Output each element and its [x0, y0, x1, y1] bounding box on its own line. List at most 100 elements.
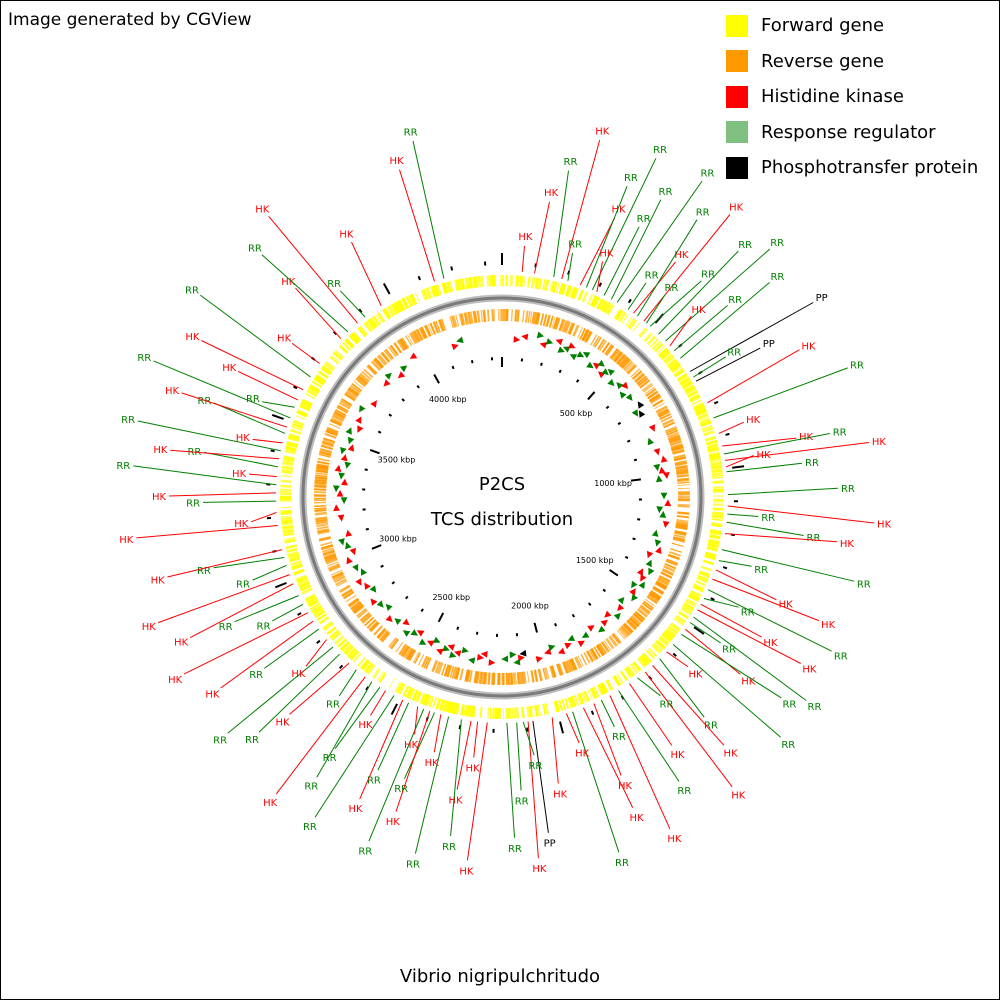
forward-gene-mark: [619, 312, 627, 323]
hk-callout-line: [697, 609, 801, 664]
reverse-gene-mark: [650, 395, 662, 404]
reverse-gene-mark: [543, 667, 549, 680]
forward-gene-mark: [628, 319, 637, 330]
rr-label: RR: [116, 461, 130, 472]
forward-gene-mark: [552, 281, 558, 293]
forward-gene-mark: [692, 585, 704, 593]
forward-gene-mark: [297, 409, 309, 415]
reverse-gene-mark: [586, 331, 593, 343]
reverse-gene-mark: [320, 448, 333, 453]
reverse-gene-mark: [612, 632, 622, 644]
hk-callout-line: [551, 717, 559, 784]
reverse-gene-mark: [366, 366, 376, 376]
rr-callout-line: [718, 560, 752, 567]
rr-marker: [567, 634, 576, 641]
forward-gene-mark: [301, 401, 312, 408]
reverse-gene-mark: [329, 566, 341, 572]
inner-scale-tick: [377, 430, 382, 434]
reverse-gene-mark: [328, 564, 341, 571]
forward-gene-mark: [344, 339, 354, 349]
reverse-gene-mark: [318, 537, 332, 542]
scale-tick-label: 500 kbp: [560, 409, 593, 418]
forward-gene-mark: [475, 276, 479, 288]
reverse-gene-mark: [440, 318, 447, 331]
reverse-gene-mark: [545, 314, 551, 328]
rr-label: RR: [326, 700, 340, 711]
forward-gene-mark: [280, 511, 292, 515]
reverse-gene-mark: [661, 418, 674, 425]
forward-gene-mark: [357, 326, 367, 337]
reverse-gene-mark: [537, 669, 542, 682]
forward-gene-mark: [707, 542, 719, 548]
reverse-gene-mark: [328, 564, 340, 571]
rr-marker: [607, 368, 615, 376]
forward-gene-mark: [304, 593, 316, 601]
forward-gene-mark: [638, 327, 647, 337]
reverse-gene-mark: [674, 461, 687, 466]
hk-label: HK: [263, 798, 278, 809]
forward-gene-mark: [393, 302, 400, 313]
rr-label: RR: [367, 775, 381, 786]
reverse-gene-mark: [647, 391, 659, 400]
rr-callout-line: [258, 653, 340, 733]
inner-scale-tick: [371, 544, 382, 550]
forward-gene-mark: [636, 657, 646, 668]
reverse-gene-mark: [321, 547, 334, 553]
hk-label: HK: [692, 305, 707, 316]
forward-gene-mark: [565, 285, 571, 297]
rr-marker: [616, 382, 624, 390]
forward-gene-mark: [420, 289, 427, 301]
outer-scale-tick: [293, 385, 298, 390]
forward-gene-mark: [702, 559, 715, 566]
reverse-gene-mark: [673, 456, 686, 461]
forward-gene-mark: [377, 671, 384, 681]
forward-gene-mark: [661, 633, 672, 643]
reverse-gene-mark: [661, 568, 674, 576]
forward-gene-mark: [596, 298, 602, 309]
reverse-gene-mark: [539, 668, 543, 681]
rr-marker: [638, 581, 645, 589]
forward-gene-mark: [690, 590, 702, 598]
hk-callout-line: [669, 315, 692, 347]
hk-callout-line: [295, 287, 342, 339]
reverse-gene-mark: [332, 415, 344, 422]
legend-label-phosphotransfer-protein: Phosphotransfer protein: [761, 157, 979, 179]
outer-scale-tick: [450, 266, 454, 271]
reverse-gene-mark: [381, 632, 391, 643]
reverse-gene-mark: [663, 421, 675, 428]
forward-gene-mark: [596, 298, 604, 310]
reverse-gene-mark: [397, 339, 406, 351]
reverse-gene-mark: [455, 667, 461, 680]
inner-scale-tick: [624, 555, 629, 559]
reverse-gene-mark: [611, 349, 620, 360]
forward-gene-mark: [666, 358, 677, 367]
reverse-gene-mark: [558, 319, 564, 331]
outer-scale-tick: [316, 639, 321, 644]
rr-label: RR: [406, 859, 420, 870]
hk-marker: [346, 556, 353, 565]
rr-marker: [360, 568, 368, 576]
hk-marker: [349, 547, 356, 556]
reverse-gene-mark: [542, 314, 548, 327]
forward-gene-mark: [365, 320, 374, 331]
reverse-gene-mark: [639, 379, 650, 389]
forward-gene-mark: [517, 275, 520, 287]
reverse-gene-mark: [523, 671, 527, 684]
outer-scale-tick: [559, 721, 564, 734]
forward-gene-mark: [693, 583, 705, 591]
forward-gene-mark: [322, 620, 333, 630]
forward-gene-mark: [373, 315, 381, 326]
rr-marker: [655, 475, 663, 483]
reverse-gene-mark: [423, 656, 430, 669]
forward-gene-mark: [686, 390, 698, 397]
rr-callout-line: [616, 180, 703, 303]
reverse-gene-mark: [556, 664, 561, 676]
reverse-gene-mark: [567, 659, 573, 672]
forward-gene-mark: [301, 398, 313, 407]
forward-gene-mark: [457, 278, 463, 291]
reverse-gene-mark: [425, 657, 431, 669]
rr-label: RR: [219, 622, 233, 633]
rr-marker: [442, 644, 450, 652]
reverse-gene-mark: [341, 398, 353, 406]
forward-gene-mark: [363, 662, 373, 673]
